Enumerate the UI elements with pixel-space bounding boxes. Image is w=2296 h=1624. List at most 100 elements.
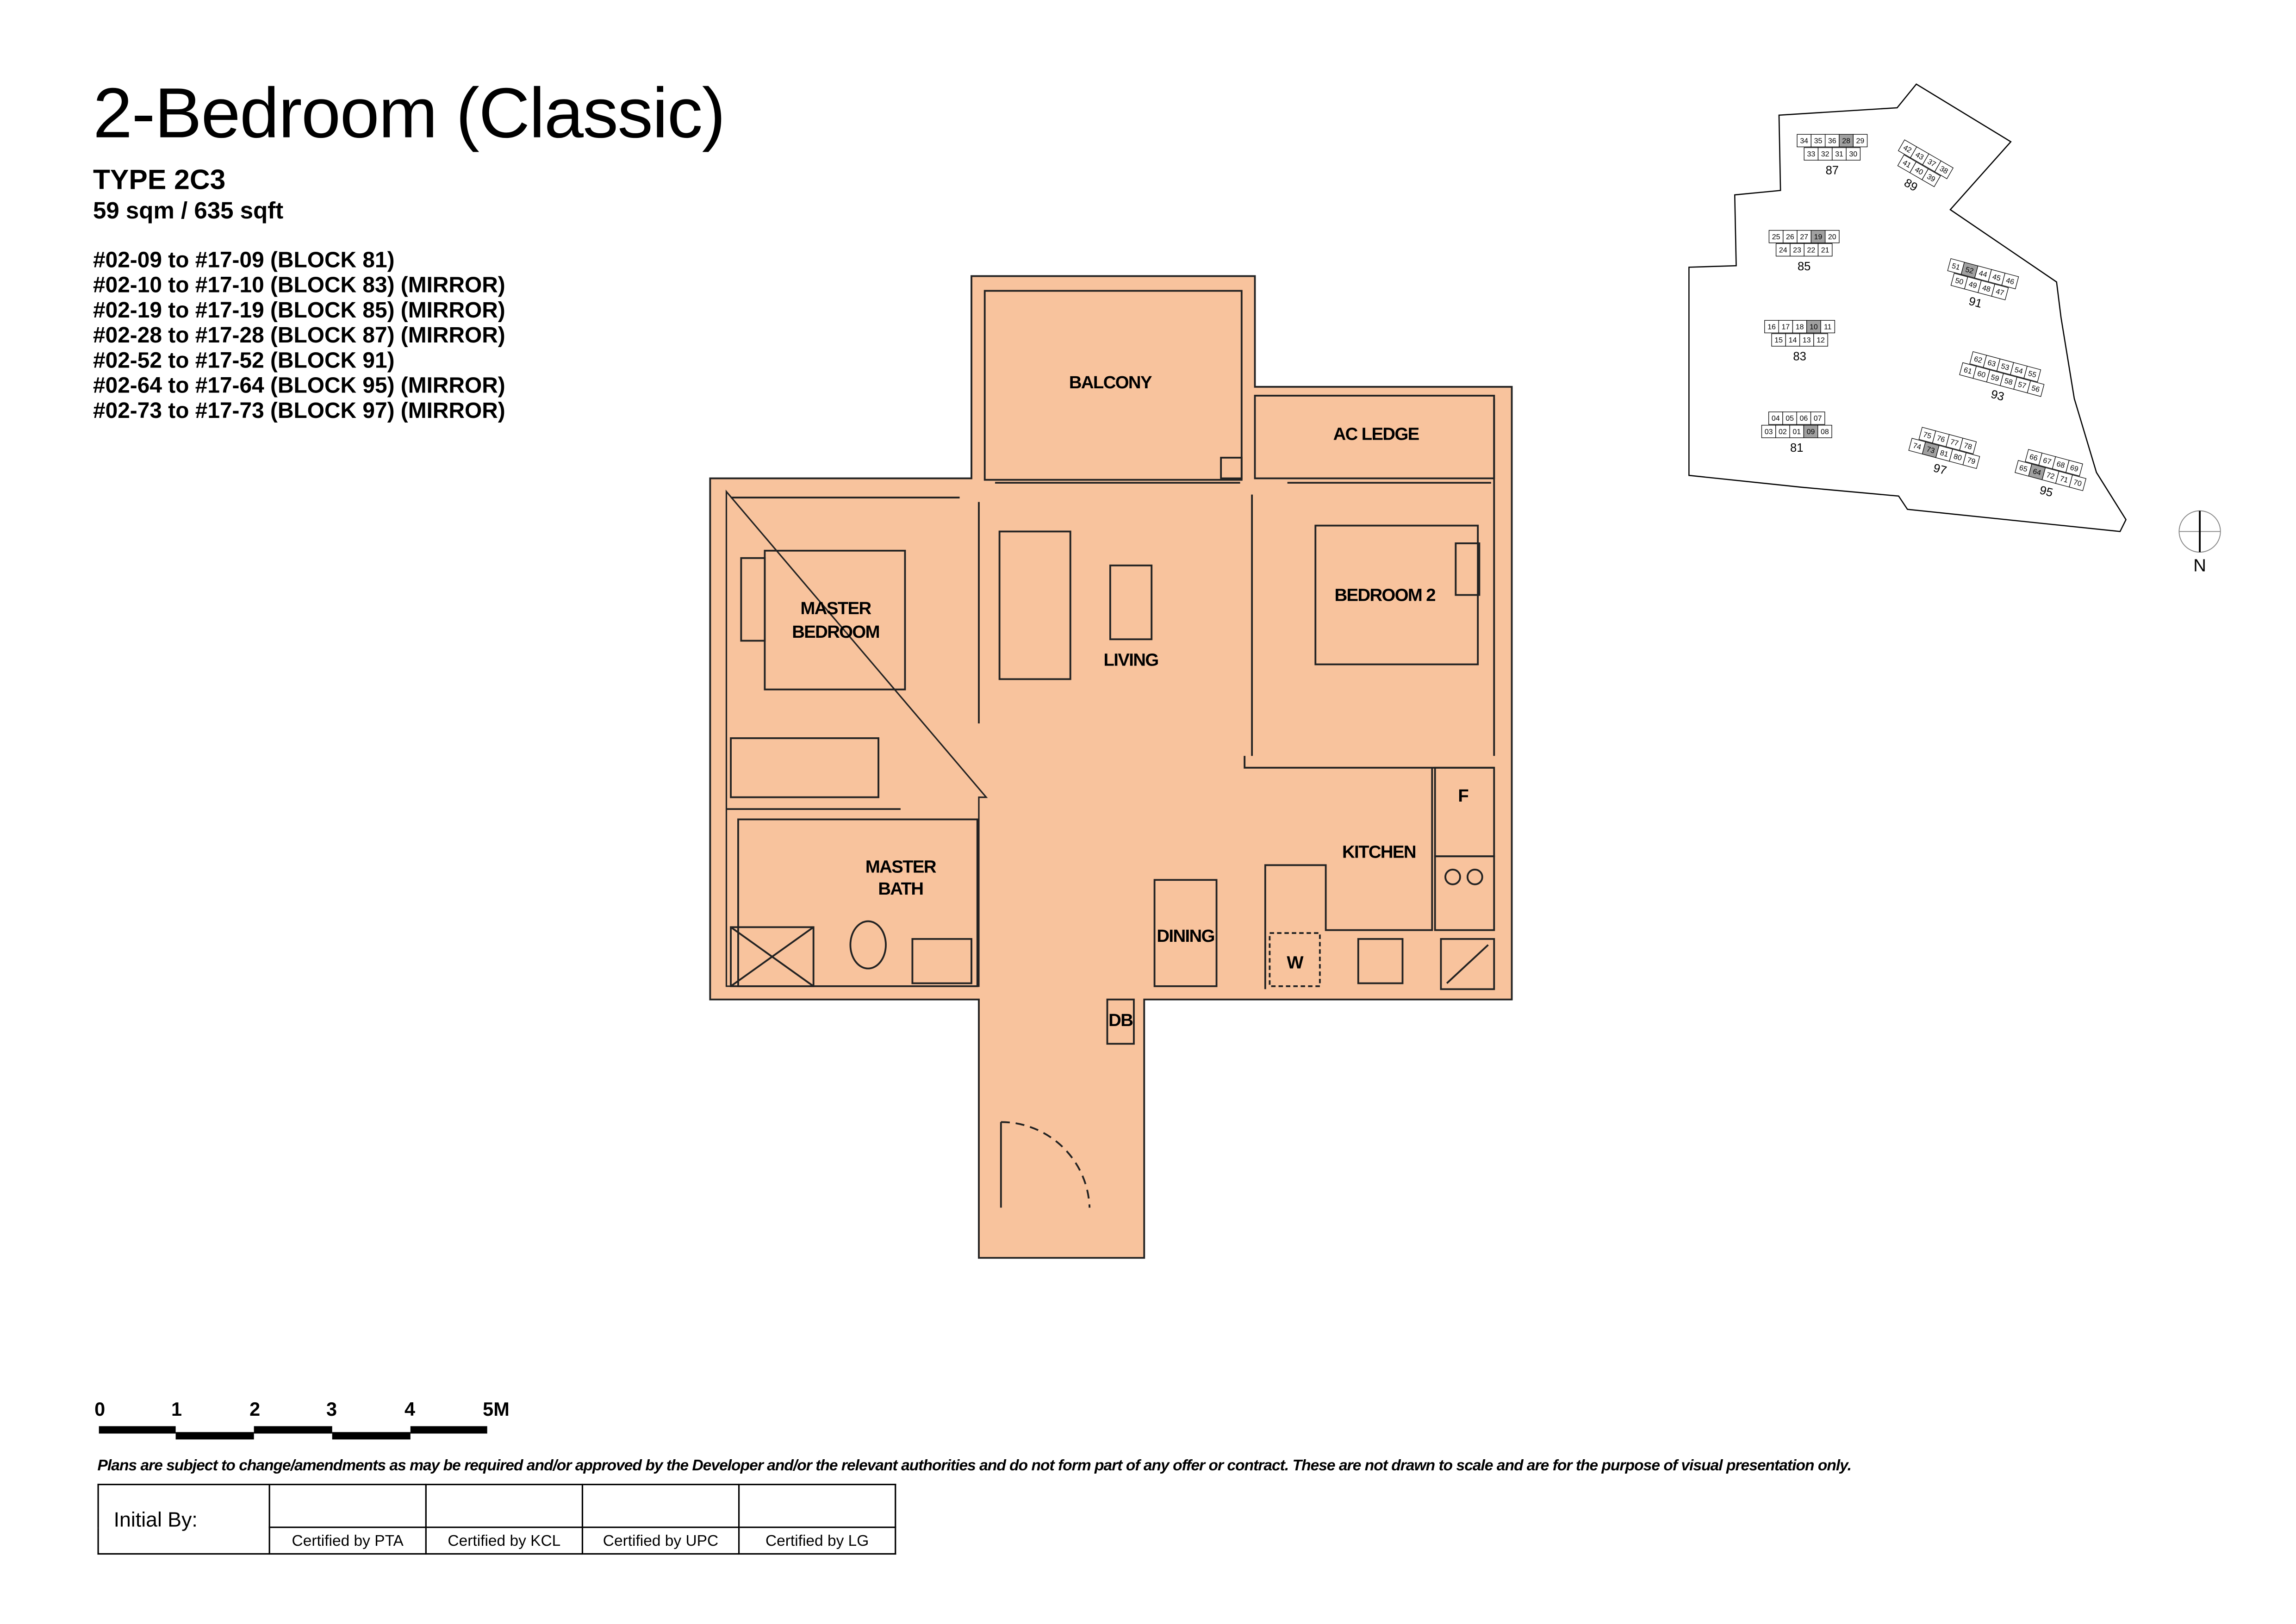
- unit-number: 32: [1821, 150, 1829, 158]
- unit-number: 73: [1926, 445, 1936, 455]
- unit-cell: [1792, 320, 1807, 333]
- unit-cell: [1804, 243, 1819, 257]
- cert-label: Certified by KCL: [425, 1526, 584, 1555]
- unit-range: #02-52 to #17-52 (BLOCK 91): [93, 348, 395, 374]
- unit-range: #02-73 to #17-73 (BLOCK 97) (MIRROR): [93, 398, 505, 424]
- room-label-master-bath: BATH: [878, 879, 923, 899]
- unit-number: 72: [2046, 471, 2056, 481]
- block-label: 91: [1967, 295, 1984, 311]
- initial-by-label: Initial By:: [97, 1483, 270, 1555]
- scale-label: 2: [249, 1398, 261, 1420]
- unit-number: 14: [1789, 336, 1797, 344]
- dining-table: [1153, 879, 1218, 987]
- unit-number: 16: [1767, 323, 1776, 331]
- washer-label: W: [1287, 953, 1304, 973]
- unit-cell: [1959, 437, 1977, 454]
- scale-label: 4: [404, 1398, 416, 1420]
- unit-range: #02-28 to #17-28 (BLOCK 87) (MIRROR): [93, 323, 505, 348]
- unit-cell: [1778, 320, 1793, 333]
- unit-number: 48: [1981, 284, 1991, 294]
- unit-number: 76: [1936, 435, 1946, 444]
- unit-number: 01: [1792, 428, 1801, 436]
- unit-number: 51: [1951, 262, 1961, 272]
- unit-cell: [1824, 230, 1840, 243]
- room-label-dining: DINING: [1157, 926, 1214, 946]
- unit-number: 62: [1973, 355, 1983, 365]
- unit-cell: [1761, 425, 1776, 438]
- unit-number: 81: [1939, 449, 1949, 459]
- initial-box-kcl[interactable]: [425, 1483, 584, 1528]
- unit-number: 47: [1995, 288, 2005, 298]
- shower-drain: [730, 926, 814, 987]
- unit-number: 27: [1800, 233, 1808, 241]
- unit-number: 44: [1978, 269, 1988, 279]
- scale-segment: [254, 1426, 332, 1434]
- scale-label: 3: [326, 1398, 337, 1420]
- unit-number: 41: [1901, 159, 1912, 170]
- unit-cell: [1991, 284, 2009, 300]
- unit-cell: [1775, 243, 1791, 257]
- unit-number: 36: [1828, 137, 1836, 145]
- unit-number: 77: [1949, 438, 1960, 448]
- basin: [911, 938, 972, 984]
- burner: [1466, 868, 1483, 885]
- initial-box-upc[interactable]: [581, 1483, 740, 1528]
- db-box: [1106, 998, 1135, 1045]
- cert-label: Certified by LG: [738, 1526, 896, 1555]
- hob: [1434, 855, 1495, 931]
- unit-number: 19: [1814, 233, 1823, 241]
- unit-number: 09: [1807, 428, 1815, 436]
- block-label: 93: [1990, 388, 2006, 404]
- block-label: 81: [1790, 442, 1803, 454]
- unit-number: 03: [1765, 428, 1773, 436]
- initial-box-lg[interactable]: [738, 1483, 896, 1528]
- unit-number: 45: [1991, 273, 2002, 283]
- block-label: 85: [1798, 260, 1811, 273]
- unit-number: 12: [1817, 336, 1825, 344]
- unit-number: 69: [2069, 464, 2079, 473]
- block-label: 83: [1793, 350, 1806, 363]
- signoff-table: Initial By: Certified by PTA Certified b…: [97, 1483, 896, 1555]
- scale-label: 5M: [483, 1398, 510, 1420]
- unit-range: #02-10 to #17-10 (BLOCK 83) (MIRROR): [93, 273, 505, 299]
- unit-cell: [1796, 411, 1811, 425]
- unit-number: 79: [1966, 456, 1976, 466]
- unit-cell: [2066, 460, 2083, 477]
- unit-number: 18: [1796, 323, 1804, 331]
- unit-number: 55: [2027, 370, 2037, 380]
- bedside-table: [1455, 542, 1481, 596]
- unit-number: 34: [1800, 137, 1808, 145]
- unit-cell: [1782, 411, 1797, 425]
- cabinet: [1440, 938, 1495, 990]
- entrance-door-swing: [1001, 1121, 1091, 1208]
- unit-cell: [1817, 425, 1832, 438]
- scale-label: 0: [94, 1398, 106, 1420]
- unit-number: 20: [1828, 233, 1836, 241]
- unit-number: 49: [1968, 280, 1978, 290]
- unit-cell: [1785, 333, 1800, 347]
- sofa: [998, 530, 1071, 680]
- unit-cell: [1922, 168, 1941, 187]
- unit-number: 40: [1913, 166, 1924, 177]
- scale-segment: [410, 1426, 487, 1434]
- unit-number: 74: [1912, 442, 1922, 452]
- unit-cell: [1797, 134, 1811, 148]
- initial-box-pta[interactable]: [268, 1483, 427, 1528]
- unit-range: #02-19 to #17-19 (BLOCK 85) (MIRROR): [93, 298, 505, 324]
- unit-type: TYPE 2C3: [93, 165, 226, 197]
- wall: [1244, 756, 1494, 769]
- scale-segment: [99, 1426, 176, 1434]
- unit-number: 60: [1976, 370, 1986, 380]
- scale-bar: [99, 1426, 487, 1440]
- unit-cell: [1846, 147, 1861, 161]
- unit-number: 46: [2005, 277, 2015, 286]
- unit-cell: [1768, 411, 1783, 425]
- unit-number: 78: [1963, 442, 1973, 451]
- unit-number: 58: [2004, 377, 2014, 387]
